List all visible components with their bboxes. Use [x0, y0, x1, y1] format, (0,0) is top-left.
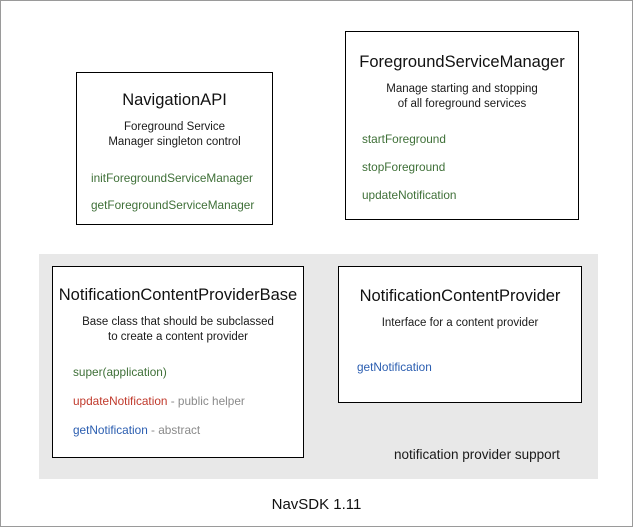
- class-description-line: of all foreground services: [397, 98, 527, 111]
- member-name: stopForeground: [362, 159, 446, 174]
- member-row[interactable]: updateNotification - public helper: [73, 394, 303, 410]
- class-description-line: to create a content provider: [108, 331, 248, 344]
- member-row[interactable]: initForegroundServiceManager: [91, 171, 272, 187]
- class-box-navigationapi[interactable]: NavigationAPI Foreground Service Manager…: [76, 72, 273, 225]
- class-title-foregroundservicemanager: ForegroundServiceManager: [359, 53, 565, 71]
- member-row[interactable]: stopForeground: [362, 160, 578, 176]
- class-title-notificationcontentproviderbase: NotificationContentProviderBase: [58, 286, 298, 304]
- footer-version-label: NavSDK 1.11: [271, 496, 362, 513]
- member-row[interactable]: startForeground: [362, 132, 578, 148]
- class-box-notificationcontentproviderbase[interactable]: NotificationContentProviderBase Base cla…: [52, 266, 304, 458]
- member-list-foregroundservicemanager: startForeground stopForeground updateNot…: [362, 132, 578, 204]
- member-list-notificationcontentproviderbase: super(application) updateNotification - …: [73, 365, 303, 439]
- member-list-navigationapi: initForegroundServiceManager getForegrou…: [91, 171, 272, 214]
- member-note: - abstract: [147, 422, 201, 437]
- member-row[interactable]: getNotification - abstract: [73, 423, 303, 439]
- member-name: getNotification: [357, 360, 432, 375]
- class-description-line: Manager singleton control: [108, 136, 241, 149]
- class-title-navigationapi: NavigationAPI: [122, 91, 227, 109]
- class-description-notificationcontentprovider: Interface for a content provider: [339, 316, 581, 332]
- member-name: startForeground: [362, 131, 446, 146]
- class-description-line: Interface for a content provider: [381, 316, 539, 329]
- class-description-line: Manage starting and stopping: [386, 82, 538, 95]
- class-description-navigationapi: Foreground Service Manager singleton con…: [77, 120, 272, 151]
- member-name: updateNotification: [362, 187, 457, 202]
- class-box-foregroundservicemanager[interactable]: ForegroundServiceManager Manage starting…: [345, 31, 579, 220]
- class-title-notificationcontentprovider: NotificationContentProvider: [359, 287, 561, 305]
- class-description-line: Foreground Service: [124, 120, 225, 133]
- class-description-notificationcontentproviderbase: Base class that should be subclassed to …: [53, 315, 303, 346]
- class-box-notificationcontentprovider[interactable]: NotificationContentProvider Interface fo…: [338, 266, 582, 403]
- member-name: updateNotification: [73, 393, 168, 408]
- member-row[interactable]: updateNotification: [362, 188, 578, 204]
- class-description-foregroundservicemanager: Manage starting and stopping of all fore…: [346, 82, 578, 113]
- member-row[interactable]: super(application): [73, 365, 303, 381]
- member-name: super(application): [73, 364, 167, 379]
- member-name: initForegroundServiceManager: [91, 170, 253, 185]
- group-caption-label: notification provider support: [394, 447, 560, 462]
- member-list-notificationcontentprovider: getNotification: [357, 360, 581, 376]
- member-row[interactable]: getNotification: [357, 360, 581, 376]
- class-description-line: Base class that should be subclassed: [82, 315, 274, 328]
- member-row[interactable]: getForegroundServiceManager: [91, 198, 272, 214]
- member-name: getNotification: [73, 422, 148, 437]
- member-name: getForegroundServiceManager: [91, 197, 255, 212]
- member-note: - public helper: [167, 393, 245, 408]
